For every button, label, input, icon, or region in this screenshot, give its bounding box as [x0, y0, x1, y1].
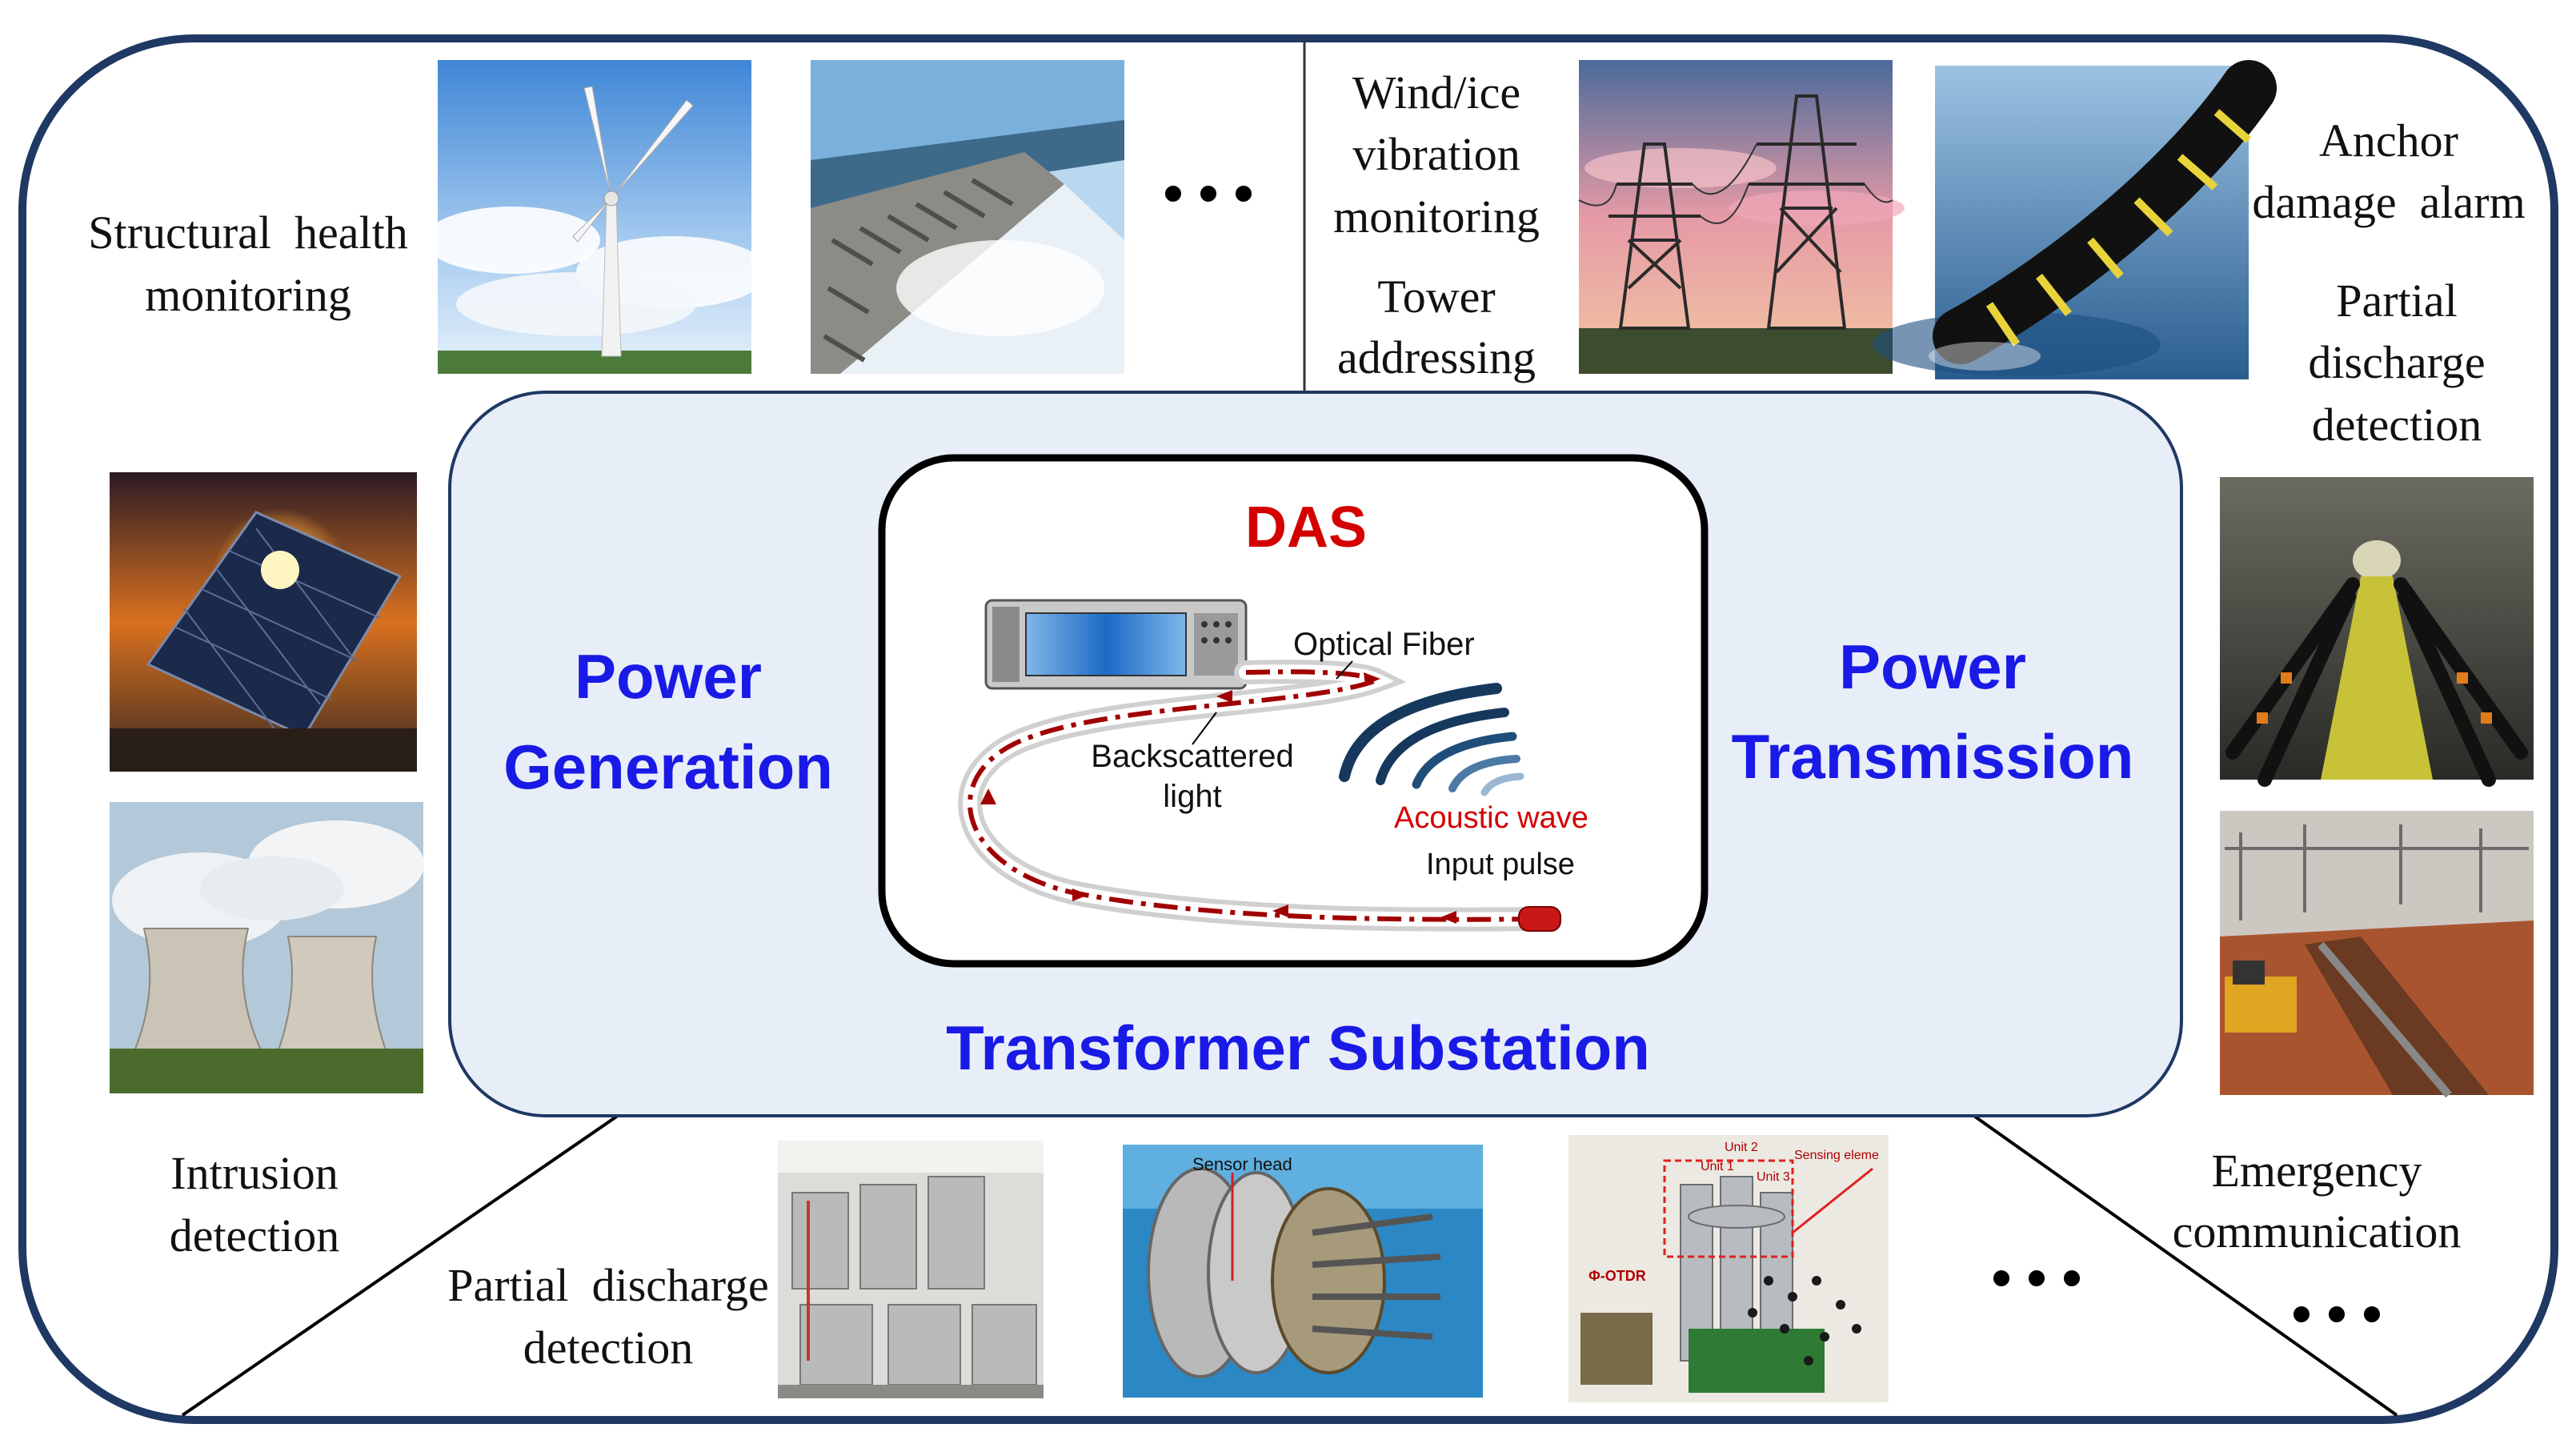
backscattered-pointer — [1192, 712, 1217, 745]
tower-addressing-label-2: addressing — [1337, 331, 1536, 383]
acoustic-wave-label: Acoustic wave — [1394, 801, 1588, 835]
sensing-element-label: Sensing eleme — [1794, 1149, 1879, 1162]
power-generation-label-2: Generation — [503, 732, 833, 802]
acoustic-wave-icon — [1339, 683, 1524, 796]
power-generation-label-1: Power — [575, 641, 762, 712]
wind-turbine-photo — [424, 60, 768, 374]
intrusion-label-2: detection — [170, 1209, 340, 1261]
gis-test-setup-photo: Unit 2 Unit 1 Unit 3 Sensing eleme Φ-OTD… — [1568, 1135, 1889, 1402]
wind-ice-label-1: Wind/ice — [1352, 66, 1520, 118]
cable-trench-photo — [2220, 811, 2534, 1098]
transformer-substation-label: Transformer Substation — [946, 1013, 1650, 1083]
das-interrogator-icon — [984, 599, 1248, 690]
wind-ice-label-2: vibration — [1352, 128, 1520, 180]
unit3-label: Unit 3 — [1757, 1170, 1790, 1184]
cooling-towers-photo — [110, 802, 424, 1093]
phi-otdr-label: Φ-OTDR — [1588, 1268, 1646, 1284]
pd-right-label-1: Partial — [2336, 275, 2457, 327]
unit1-label: Unit 1 — [1701, 1160, 1734, 1173]
power-transmission-label-2: Transmission — [1732, 721, 2134, 792]
optical-fiber-label: Optical Fiber — [1293, 627, 1475, 662]
dam-spillway-photo — [811, 60, 1124, 374]
solar-panel-photo — [110, 472, 417, 772]
emergency-label-1: Emergency — [2211, 1145, 2422, 1197]
power-transmission-label-1: Power — [1839, 632, 2026, 702]
pd-bottom-label-2: detection — [523, 1322, 694, 1374]
pd-bottom-label-1: Partial discharge — [447, 1259, 769, 1311]
submarine-cable-photo — [1873, 60, 2277, 379]
ellipsis-top: • • • — [1164, 162, 1253, 224]
emergency-label-2: communication — [2173, 1205, 2462, 1257]
das-box — [878, 454, 1709, 968]
ellipsis-bottom-right: • • • — [2292, 1282, 2382, 1345]
transmission-towers-photo — [1578, 60, 1905, 374]
sensor-head-label: Sensor head — [1192, 1154, 1292, 1174]
backscattered-label-1: Backscattered — [1091, 739, 1293, 774]
unit2-label: Unit 2 — [1725, 1141, 1758, 1154]
optical-fiber-pointer — [1336, 660, 1353, 680]
backscattered-label-2: light — [1163, 779, 1221, 814]
ellipsis-bottom: • • • — [1992, 1246, 2081, 1309]
tower-addressing-label-1: Tower — [1377, 271, 1495, 323]
input-pulse-label: Input pulse — [1426, 848, 1575, 881]
anchor-damage-label-2: damage alarm — [2252, 176, 2525, 228]
structural-health-label-1: Structural health — [88, 207, 407, 259]
cable-tunnel-photo — [2220, 477, 2534, 787]
pd-right-label-3: detection — [2312, 399, 2482, 451]
structural-health-label-2: monitoring — [145, 269, 351, 321]
fiber-loop — [958, 660, 1561, 932]
sensor-head-photo: Sensor head — [1123, 1145, 1483, 1398]
pd-right-label-2: discharge — [2308, 336, 2485, 388]
anchor-damage-label-1: Anchor — [2319, 114, 2458, 166]
gis-substation-photo — [778, 1141, 1044, 1398]
das-title: DAS — [1245, 495, 1367, 560]
intrusion-label-1: Intrusion — [170, 1147, 338, 1199]
wind-ice-label-3: monitoring — [1333, 191, 1540, 243]
